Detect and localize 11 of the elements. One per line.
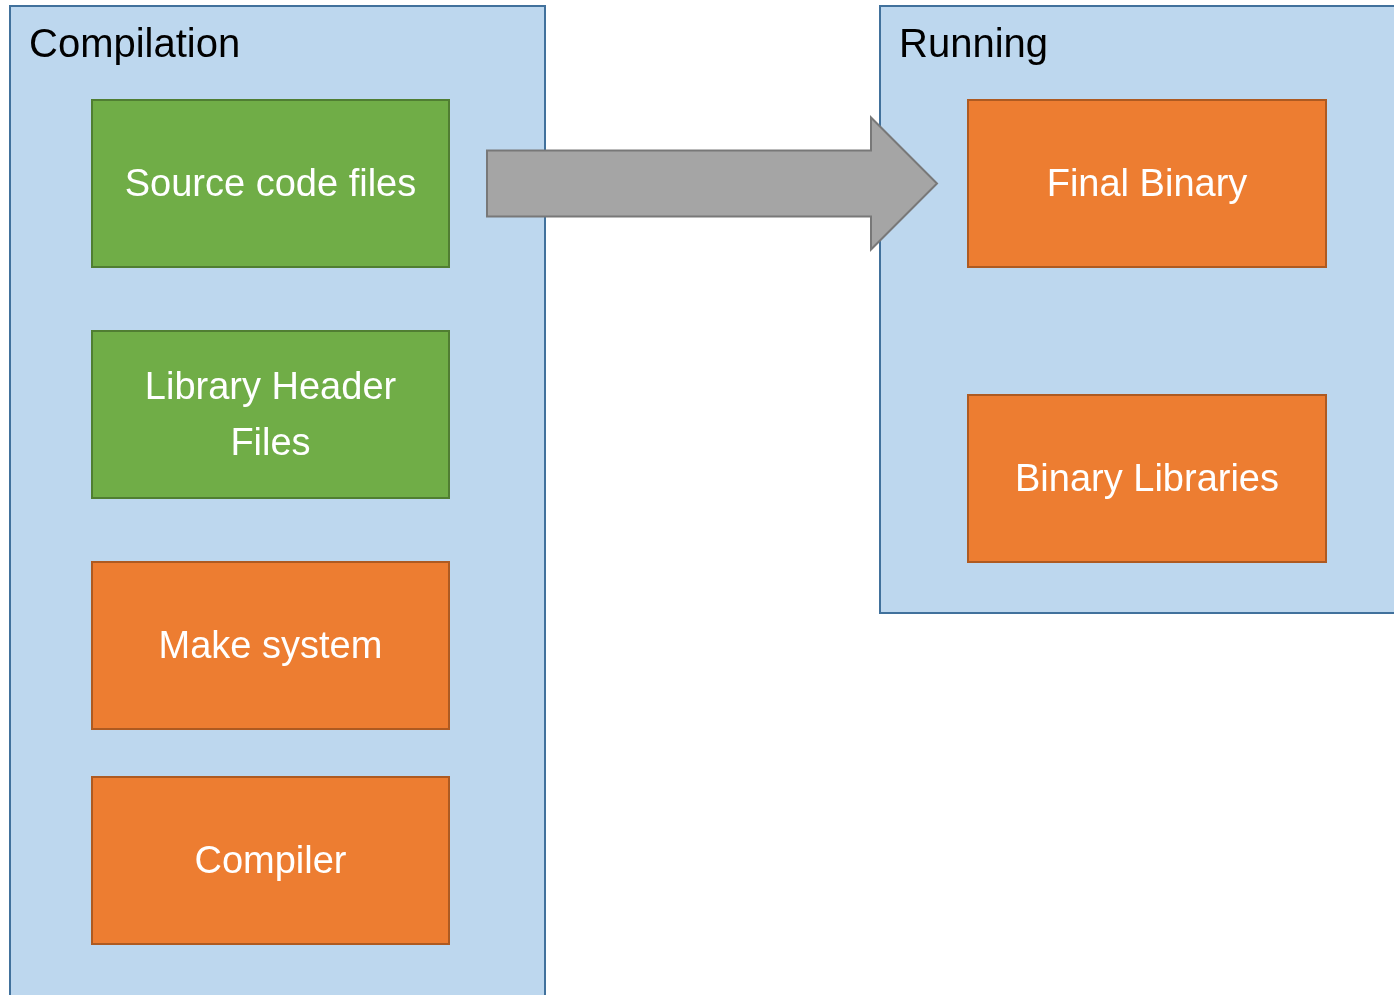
process-box: Binary Libraries: [967, 394, 1327, 563]
group-panel: [879, 5, 1394, 614]
panel-heading: Running: [899, 21, 1048, 66]
panel-heading: Compilation: [29, 21, 241, 66]
group-panel: [9, 5, 546, 995]
process-box: Final Binary: [967, 99, 1327, 268]
process-box: Compiler: [91, 776, 450, 945]
process-box: Library Header Files: [91, 330, 450, 499]
block-arrow: [486, 115, 939, 252]
process-box: Source code files: [91, 99, 450, 268]
process-box: Make system: [91, 561, 450, 730]
